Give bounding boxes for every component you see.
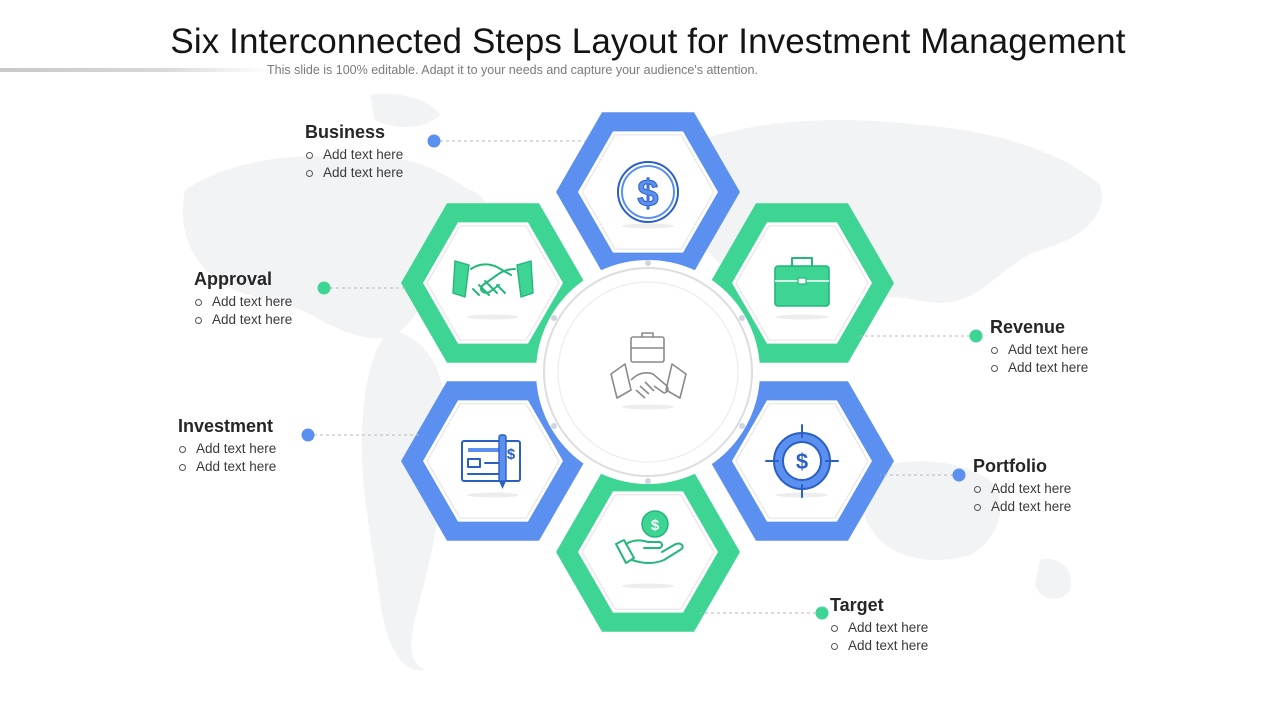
connector-business — [427, 134, 585, 148]
center-hub — [536, 260, 760, 484]
step-bullet: Add text here — [973, 480, 1173, 498]
step-hexagon-approval — [401, 203, 585, 363]
step-title: Business — [305, 122, 386, 142]
step-bullet: Add text here — [194, 293, 394, 311]
page-subtitle: This slide is 100% editable. Adapt it to… — [267, 63, 758, 77]
title-underline — [0, 68, 270, 72]
step-title: Revenue — [990, 317, 1066, 337]
handshake-icon — [452, 260, 534, 320]
svg-text:$: $ — [637, 173, 658, 215]
connector-target — [700, 606, 829, 620]
step-title: Investment — [178, 416, 274, 436]
connector-portfolio — [880, 468, 966, 482]
briefcase-handshake-icon — [610, 332, 687, 410]
step-bullet: Add text here — [830, 619, 1030, 637]
step-hexagon-investment — [401, 381, 585, 541]
connector-investment — [301, 428, 420, 442]
step-bullet: Add text here — [305, 164, 505, 182]
dollar-coin-icon: $ — [617, 161, 679, 229]
page-title: Six Interconnected Steps Layout for Inve… — [170, 22, 1126, 61]
step-title: Portfolio — [973, 456, 1047, 476]
step-bullet: Add text here — [178, 440, 378, 458]
step-bullet: Add text here — [990, 359, 1190, 377]
briefcase-icon — [774, 257, 830, 320]
step-bullet: Add text here — [305, 146, 505, 164]
hand-coin-icon: $ — [615, 510, 684, 589]
svg-text:$: $ — [796, 449, 808, 474]
step-bullet: Add text here — [194, 311, 394, 329]
dollar-target-icon: $ — [765, 424, 839, 498]
step-bullet: Add text here — [990, 341, 1190, 359]
step-title: Approval — [194, 269, 273, 289]
step-title: Target — [830, 595, 884, 615]
cheque-pen-icon: $ — [461, 434, 521, 498]
connector-approval — [317, 281, 405, 295]
connector-revenue — [855, 329, 983, 343]
step-hexagon-target — [556, 472, 740, 632]
svg-text:$: $ — [507, 446, 516, 463]
step-bullet: Add text here — [973, 498, 1173, 516]
step-hexagon-business — [556, 112, 740, 272]
step-bullet: Add text here — [178, 458, 378, 476]
svg-text:$: $ — [651, 517, 660, 534]
step-bullet: Add text here — [830, 637, 1030, 655]
